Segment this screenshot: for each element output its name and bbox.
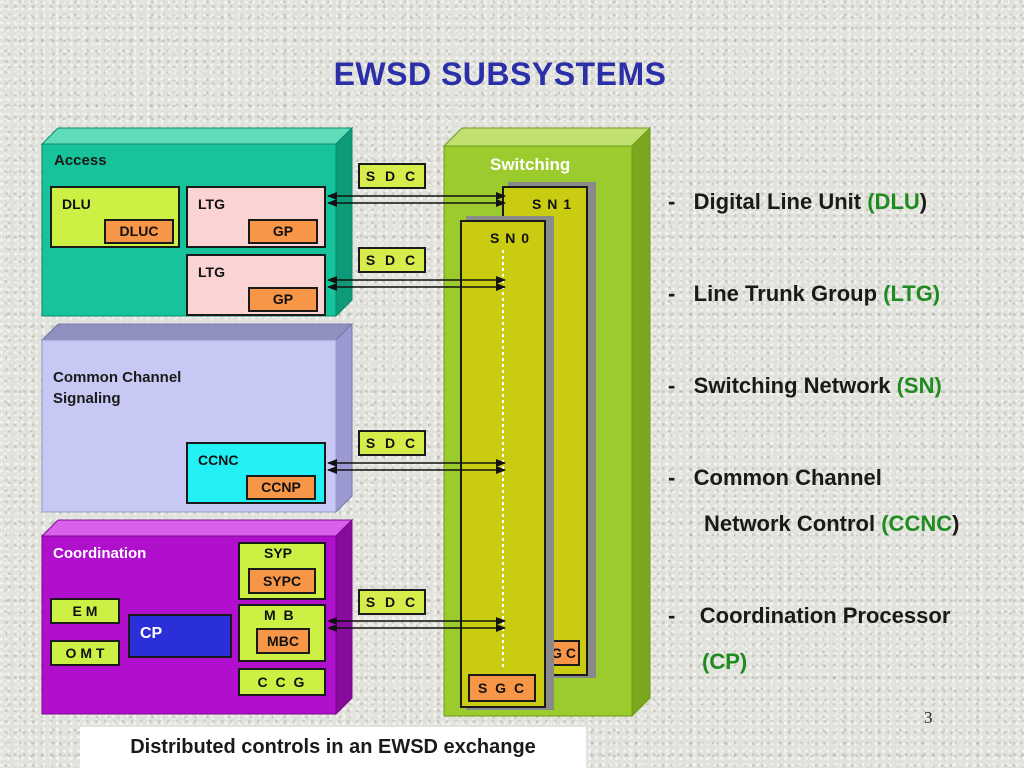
ltg-label-2: LTG <box>198 264 225 280</box>
bullet-dash: - <box>668 603 676 628</box>
bullet-dlu: - Digital Line Unit (DLU) <box>668 189 927 215</box>
access-label: Access <box>54 152 107 169</box>
bullet-sn-text: Switching Network <box>693 373 897 398</box>
sdc-box-3: S D C <box>358 430 426 456</box>
bullet-cp-line1: Coordination Processor <box>699 603 951 628</box>
gp-box-1: GP <box>248 219 318 244</box>
coordination-label: Coordination <box>53 545 147 562</box>
sn1-label: S N 1 <box>532 196 573 212</box>
bullet-cp: - Coordination Processor <box>668 603 950 629</box>
bullet-ccnc-line2: Network Control (CCNC) <box>704 511 959 537</box>
omt-box: O M T <box>50 640 120 666</box>
mb-box: M B MBC <box>238 604 326 662</box>
ccnc-box: CCNC CCNP <box>186 442 326 504</box>
dluc-box: DLUC <box>104 219 174 244</box>
sypc-box: SYPC <box>248 568 316 594</box>
page-number: 3 <box>924 708 933 727</box>
gp-box-2: GP <box>248 287 318 312</box>
diagram-caption: Distributed controls in an EWSD exchange <box>80 727 586 768</box>
syp-box: SYP SYPC <box>238 542 326 600</box>
ccs-label-line2: Signaling <box>53 390 121 407</box>
slide-title: EWSD SUBSYSTEMS <box>333 56 667 92</box>
bullet-dash: - <box>668 281 676 306</box>
ltg-label-1: LTG <box>198 196 225 212</box>
ccs-label-line1: Common Channel <box>53 369 182 386</box>
bullet-ltg-abbr: (LTG) <box>883 281 941 306</box>
bullet-dlu-text: Digital Line Unit <box>693 189 868 214</box>
bullet-dlu-close: ) <box>919 189 928 214</box>
dlu-label: DLU <box>62 196 91 212</box>
switching-label: Switching <box>490 155 571 174</box>
bullet-ccnc-line1: Common Channel <box>693 465 882 490</box>
bullet-ccnc-close: ) <box>952 511 960 536</box>
mbc-box: MBC <box>256 628 310 654</box>
bullet-dlu-abbr: (DLU <box>867 189 920 214</box>
dlu-box: DLU DLUC <box>50 186 180 248</box>
sgc-front-box: S G C <box>468 674 536 702</box>
bullet-ccnc: - Common Channel <box>668 465 882 491</box>
bullet-sn: - Switching Network (SN) <box>668 373 942 399</box>
bullet-cp-abbr: (CP) <box>702 649 748 674</box>
ltg-box-2: LTG GP <box>186 254 326 316</box>
sdc-box-4: S D C <box>358 589 426 615</box>
mb-label: M B <box>264 607 296 623</box>
bullet-ltg: - Line Trunk Group (LTG) <box>668 281 940 307</box>
bullet-dash: - <box>668 189 676 214</box>
cp-box: CP <box>128 614 232 658</box>
sdc-box-2: S D C <box>358 247 426 273</box>
em-box: E M <box>50 598 120 624</box>
ccnp-box: CCNP <box>246 475 316 500</box>
bullet-ccnc-abbr: (CCNC <box>881 511 953 536</box>
cp-label: CP <box>140 625 163 642</box>
ccnc-label: CCNC <box>198 452 239 468</box>
bullet-dash: - <box>668 465 676 490</box>
syp-label: SYP <box>264 545 293 561</box>
sn0-label: S N 0 <box>490 230 531 246</box>
sdc-box-1: S D C <box>358 163 426 189</box>
bullet-cp-line2: (CP) <box>702 649 747 675</box>
bullet-dash: - <box>668 373 676 398</box>
bullet-ccnc-text: Network Control <box>704 511 882 536</box>
ltg-box-1: LTG GP <box>186 186 326 248</box>
bullet-ltg-text: Line Trunk Group <box>693 281 884 306</box>
ccg-box: C C G <box>238 668 326 696</box>
bullet-sn-abbr: (SN) <box>896 373 942 398</box>
